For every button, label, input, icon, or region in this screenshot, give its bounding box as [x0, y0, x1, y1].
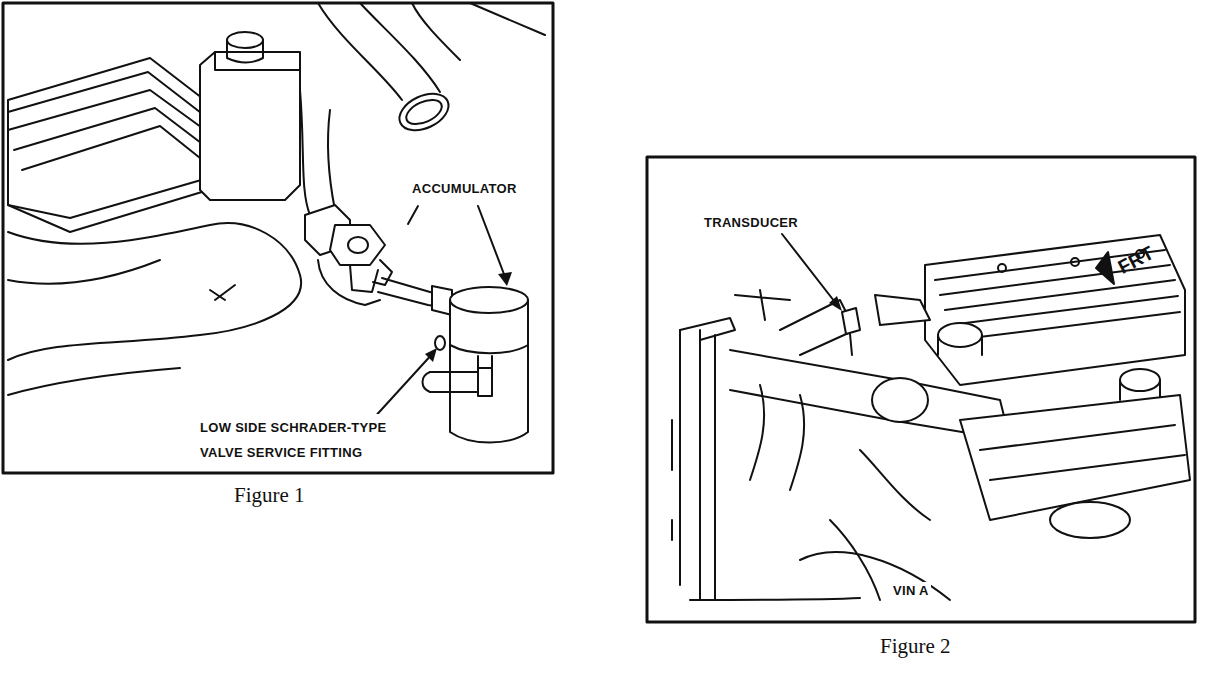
figure-caption: Figure 1: [232, 482, 307, 509]
part-label: ACCUMULATOR: [410, 180, 519, 198]
part-label: LOW SIDE SCHRADER-TYPE VALVE SERVICE FIT…: [198, 414, 424, 466]
reservoir: [200, 32, 300, 200]
arrowhead: [829, 296, 842, 311]
leader-line: [782, 234, 838, 306]
arrowhead: [425, 272, 512, 362]
figure-frame: [3, 3, 553, 473]
radiator: [672, 318, 860, 600]
accumulator-can: [423, 287, 529, 443]
direction-label: FRT: [1112, 240, 1159, 280]
transducer-part: [842, 308, 860, 355]
figure-caption: Figure 2: [878, 633, 953, 660]
front-arrow: [1096, 252, 1114, 284]
view-label: VIN A: [891, 582, 931, 600]
leader-line: [372, 206, 507, 420]
valve-cover: [925, 235, 1185, 400]
engine-parts: [730, 290, 1190, 600]
figure-frame: [647, 157, 1195, 622]
part-label: TRANSDUCER: [702, 214, 800, 232]
fitting-block: [305, 205, 392, 305]
air-duct: [300, 3, 545, 215]
